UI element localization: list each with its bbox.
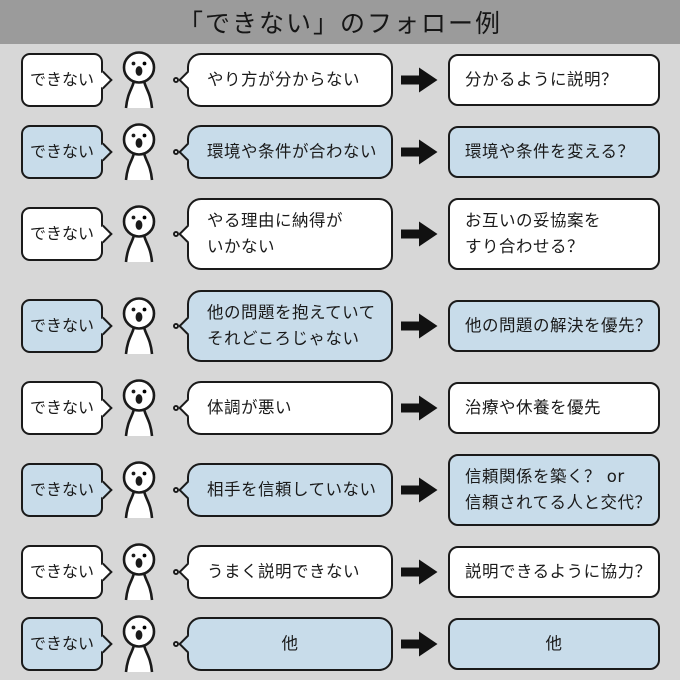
row-1: できない やり方が分からない 分かるように説明？ <box>0 44 680 116</box>
result-text: 環境や条件を変える？ <box>465 142 635 161</box>
arrow-right-icon <box>401 66 439 94</box>
result-box: 環境や条件を変える？ <box>448 126 660 178</box>
bubble-tail-right-icon <box>93 398 113 418</box>
reason-text: うまく説明できない <box>207 562 360 581</box>
row-2: できない 環境や条件が合わない 環境や条件を変える？ <box>0 116 680 188</box>
reason-text: やる理由に納得が いかない <box>207 211 343 256</box>
say-text: できない <box>29 70 94 89</box>
person-icon <box>113 205 165 263</box>
say-bubble: できない <box>21 545 113 599</box>
result-text: 他の問題の解決を優先？ <box>465 316 652 335</box>
person-icon <box>113 123 165 181</box>
reason-bubble: 環境や条件が合わない <box>177 125 393 179</box>
bubble-tail-left-icon <box>177 398 197 418</box>
say-bubble: できない <box>21 53 113 107</box>
bubble-tail-left-icon <box>177 480 197 500</box>
say-bubble: できない <box>21 125 113 179</box>
result-box: 分かるように説明？ <box>448 54 660 106</box>
say-bubble: できない <box>21 207 113 261</box>
result-text: 治療や休養を優先 <box>465 398 601 417</box>
result-text: 他 <box>545 634 563 653</box>
arrow-right-icon <box>401 476 439 504</box>
row-8: できない 他 他 <box>0 608 680 680</box>
person-icon <box>113 615 165 673</box>
bubble-tail-left-icon <box>177 634 197 654</box>
reason-text: 他 <box>281 634 299 653</box>
bubble-tail-right-icon <box>93 70 113 90</box>
reason-text: 他の問題を抱えていて それどころじゃない <box>207 303 376 348</box>
say-text: できない <box>29 142 94 161</box>
title-bar: 「できない」のフォロー例 <box>0 0 680 44</box>
reason-bubble: うまく説明できない <box>177 545 393 599</box>
arrow-right-icon <box>401 220 439 248</box>
page-title: 「できない」のフォロー例 <box>177 9 502 38</box>
say-bubble: できない <box>21 463 113 517</box>
bubble-tail-left-icon <box>177 224 197 244</box>
reason-text: 体調が悪い <box>207 398 292 417</box>
reason-bubble: 体調が悪い <box>177 381 393 435</box>
reason-bubble: 相手を信頼していない <box>177 463 393 517</box>
say-bubble: できない <box>21 299 113 353</box>
arrow-right-icon <box>401 312 439 340</box>
bubble-tail-right-icon <box>93 316 113 336</box>
row-4: できない 他の問題を抱えていて それどころじゃない 他の問題の解決を優先？ <box>0 280 680 372</box>
result-box: 説明できるように協力？ <box>448 546 660 598</box>
say-text: できない <box>29 480 94 499</box>
result-box: 他の問題の解決を優先？ <box>448 300 660 352</box>
person-icon <box>113 543 165 601</box>
reason-text: やり方が分からない <box>207 70 360 89</box>
result-box: 治療や休養を優先 <box>448 382 660 434</box>
reason-bubble: 他 <box>177 617 393 671</box>
arrow-right-icon <box>401 630 439 658</box>
arrow-right-icon <box>401 558 439 586</box>
bubble-tail-right-icon <box>93 142 113 162</box>
person-icon <box>113 297 165 355</box>
bubble-tail-left-icon <box>177 316 197 336</box>
rows-container: できない やり方が分からない 分かるように説明？ できない 環境や条件が合わない… <box>0 44 680 680</box>
say-bubble: できない <box>21 617 113 671</box>
reason-bubble: 他の問題を抱えていて それどころじゃない <box>177 290 393 362</box>
result-text: 信頼関係を築く？ or 信頼されてる人と交代？ <box>465 467 652 512</box>
reason-text: 環境や条件が合わない <box>207 142 377 161</box>
result-box: 他 <box>448 618 660 670</box>
bubble-tail-right-icon <box>93 562 113 582</box>
say-text: できない <box>29 224 94 243</box>
bubble-tail-left-icon <box>177 142 197 162</box>
result-text: お互いの妥協案を すり合わせる？ <box>465 211 601 256</box>
say-text: できない <box>29 562 94 581</box>
arrow-right-icon <box>401 394 439 422</box>
bubble-tail-left-icon <box>177 70 197 90</box>
result-box: お互いの妥協案を すり合わせる？ <box>448 198 660 270</box>
result-text: 分かるように説明？ <box>465 70 618 89</box>
reason-bubble: やり方が分からない <box>177 53 393 107</box>
bubble-tail-right-icon <box>93 480 113 500</box>
say-text: できない <box>29 634 94 653</box>
say-text: できない <box>29 316 94 335</box>
say-bubble: できない <box>21 381 113 435</box>
person-icon <box>113 461 165 519</box>
row-7: できない うまく説明できない 説明できるように協力？ <box>0 536 680 608</box>
say-text: できない <box>29 398 94 417</box>
person-icon <box>113 379 165 437</box>
row-3: できない やる理由に納得が いかない お互いの妥協案を すり合わせる？ <box>0 188 680 280</box>
person-icon <box>113 51 165 109</box>
result-box: 信頼関係を築く？ or 信頼されてる人と交代？ <box>448 454 660 526</box>
reason-text: 相手を信頼していない <box>207 480 377 499</box>
arrow-right-icon <box>401 138 439 166</box>
bubble-tail-right-icon <box>93 224 113 244</box>
row-5: できない 体調が悪い 治療や休養を優先 <box>0 372 680 444</box>
row-6: できない 相手を信頼していない 信頼関係を築く？ or 信頼されてる人と交代？ <box>0 444 680 536</box>
result-text: 説明できるように協力？ <box>465 562 652 581</box>
bubble-tail-right-icon <box>93 634 113 654</box>
bubble-tail-left-icon <box>177 562 197 582</box>
reason-bubble: やる理由に納得が いかない <box>177 198 393 270</box>
